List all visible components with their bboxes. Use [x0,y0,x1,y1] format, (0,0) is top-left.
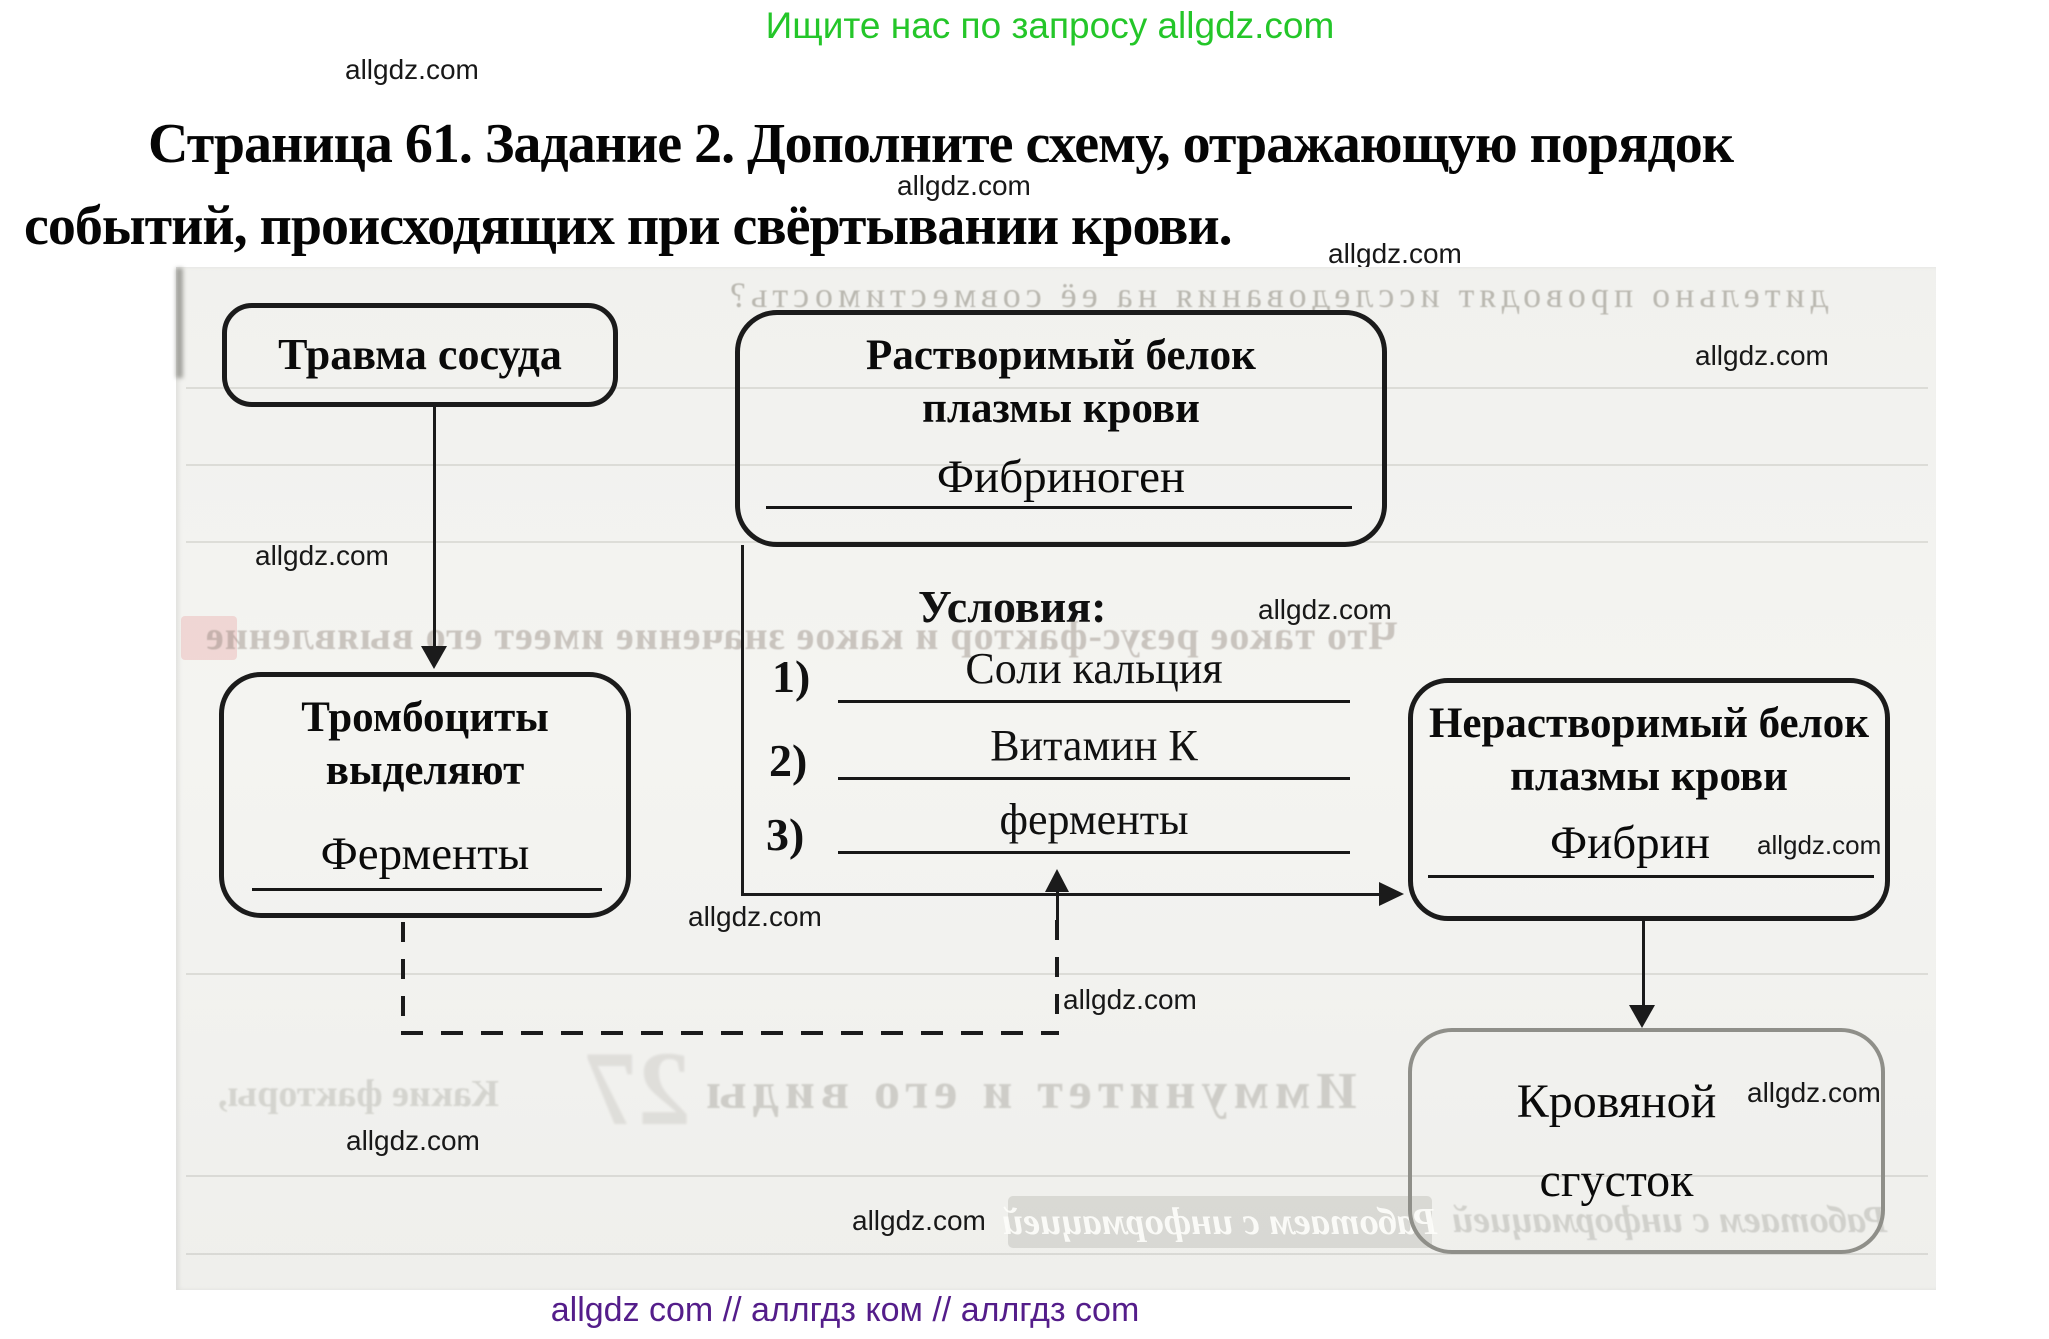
box-soluble-label-line2: плазмы крови [922,385,1200,433]
watermark-title-right: allgdz.com [1328,238,1462,269]
condition-3-number: 3) [766,809,805,860]
answer-underline-fibrin [1428,875,1874,878]
watermark-under-title: allgdz.com [897,170,1031,201]
answer-calcium-salts: Соли кальция [965,644,1223,693]
answer-blood-clot-line2: сгусток [1539,1154,1694,1207]
watermark-insoluble-box: allgdz.com [1757,830,1882,860]
box-platelets: Тромбоциты выделяют Ферменты [219,672,631,918]
box-insoluble-label-line2: плазмы крови [1510,753,1788,801]
box-trauma-label: Травма сосуда [278,329,562,379]
ruled-line [186,464,1928,466]
box-trauma: Травма сосуда [222,303,618,407]
page-title-line-2: событий, происходящих при свёртывании кр… [24,195,1233,257]
conditions-heading: Условия: [918,581,1107,632]
arrow-trauma-to-platelets-head [421,646,447,669]
watermark-left-middle: allgdz.com [255,540,389,571]
ghost-left-fragment: Какие факторы, [218,1073,499,1115]
box-soluble-protein: Растворимый белок плазмы крови Фибриноге… [735,310,1387,547]
watermark-conditions: allgdz.com [1258,594,1392,625]
line-to-insoluble [741,893,1383,896]
dashed-line-from-platelets [401,922,405,1034]
ghost-section-title: Иммунитет и его виды [700,1063,1357,1120]
arrow-conditions-up-head [1045,869,1069,892]
ghost-pink-chip [181,616,237,660]
watermark-bottom-center: allgdz.com [852,1205,986,1236]
arrow-to-insoluble-head [1379,882,1404,906]
box-insoluble-label-line1: Нерастворимый белок [1428,700,1870,747]
line-soluble-down [741,545,744,895]
page-title-line-1: Страница 61. Задание 2. Дополните схему,… [148,113,1734,175]
arrow-insoluble-to-clot-head [1629,1005,1655,1028]
ghost-band: Работаем с информацией [1002,1196,1438,1248]
answer-blood-clot-line1: Кровяной [1516,1075,1717,1128]
condition-3-underline [838,851,1350,854]
box-platelets-labels: Тромбоциты выделяют [224,691,626,798]
condition-1-underline [838,700,1350,703]
footer-text: allgdz com // аллгдз ком // аллгдз com [550,1291,1140,1329]
promo-text: Ищите нас по запросу allgdz.com [765,5,1335,46]
watermark-scan-top-right: allgdz.com [1695,340,1829,371]
answer-underline-fibrinogen [766,506,1352,509]
box-insoluble-labels: Нерастворимый белок плазмы крови [1413,697,1885,804]
box-insoluble-protein: Нерастворимый белок плазмы крови Фибрин [1408,678,1890,921]
ruled-line [186,387,1928,389]
box-soluble-label-line1: Растворимый белок [866,332,1256,379]
watermark-top-left: allgdz.com [345,54,479,85]
answer-fibrin: Фибрин [1549,817,1710,869]
box-soluble-labels: Растворимый белок плазмы крови [740,329,1382,436]
condition-1-number: 1) [772,651,811,702]
watermark-bottom-left: allgdz.com [346,1125,480,1156]
box-platelets-label-line1: Тромбоциты [301,694,549,741]
box-blood-clot: Кровяной сгусток [1408,1028,1885,1254]
scan-edge-smudge [176,268,183,378]
box-platelets-label-line2: выделяют [325,747,525,795]
answer-enzymes: ферменты [999,795,1189,844]
answer-fibrinogen: Фибриноген [936,451,1186,503]
answer-underline-ferments [252,888,602,891]
arrow-insoluble-to-clot-shaft [1642,921,1645,1011]
ghost-band-text: Работаем с информацией [1002,1201,1438,1243]
answer-vitamin-k: Витамин К [990,721,1198,770]
ruled-line [186,1253,1928,1255]
arrow-trauma-to-platelets-shaft [433,407,436,648]
condition-2-number: 2) [769,735,808,786]
dashed-line-horizontal [401,1031,1059,1035]
watermark-center: allgdz.com [1063,984,1197,1015]
answer-ferments: Ферменты [320,828,530,880]
ghost-section-number: 27 [585,1030,691,1147]
watermark-clot-box: allgdz.com [1747,1077,1881,1108]
arrow-conditions-up-stub [1056,892,1059,920]
condition-2-underline [838,777,1350,780]
ruled-line [186,1175,1928,1177]
watermark-below-platelets: allgdz.com [688,901,822,932]
dashed-line-up [1055,920,1059,1034]
